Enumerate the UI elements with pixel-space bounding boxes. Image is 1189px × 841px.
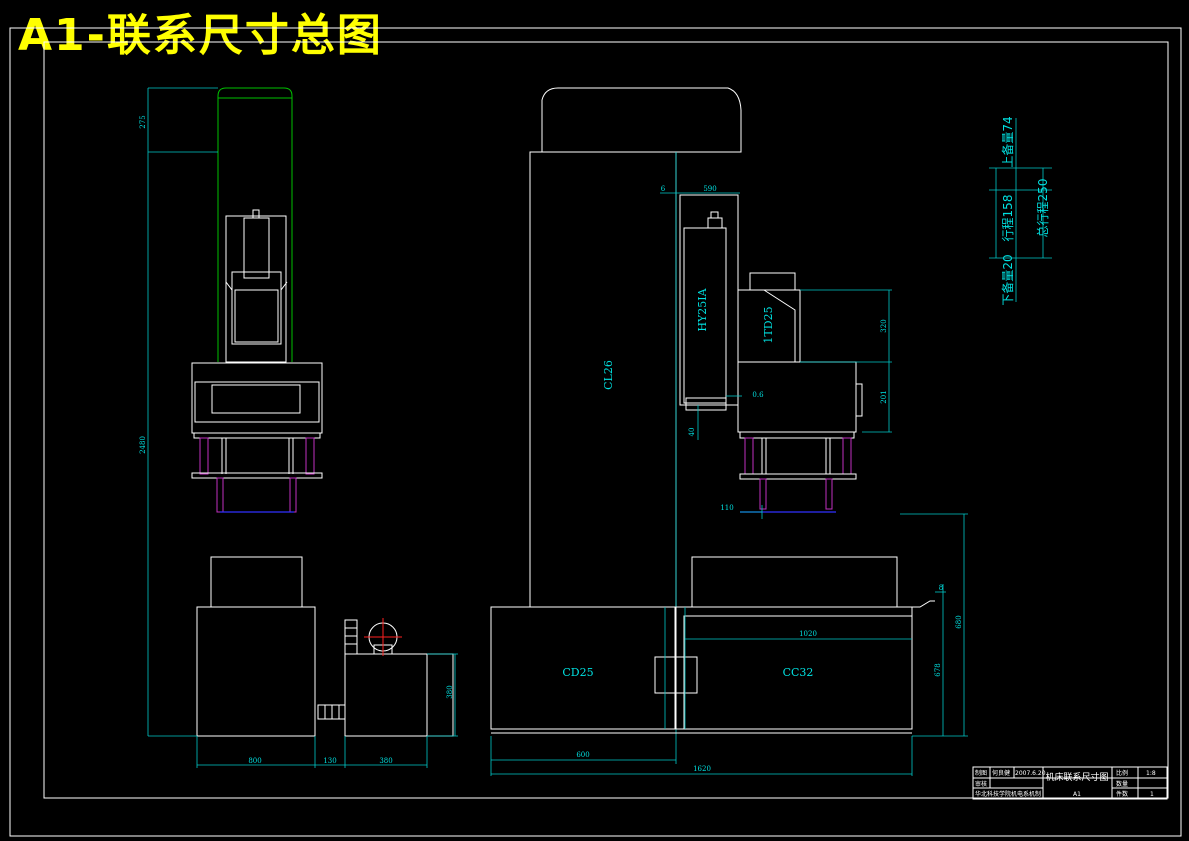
- label-over-top: 上备量74: [1001, 116, 1015, 167]
- label-head: 1TD25: [762, 306, 775, 343]
- dim-320: 320: [880, 319, 888, 332]
- label-slide: HY25IA: [696, 287, 709, 331]
- column: [529, 87, 742, 607]
- dim-6: 6: [661, 185, 666, 193]
- dim-1620: 1620: [693, 765, 711, 773]
- tb-sheets-label: 件数: [1116, 790, 1128, 798]
- label-total-stroke: 总行程250: [1035, 179, 1050, 238]
- tb-qty-label: 数量: [1116, 780, 1128, 788]
- left-side-view: 275 2480 800 130 380 380: [139, 87, 458, 768]
- base-cd25: [490, 606, 676, 730]
- dim-380-h: 380: [446, 685, 454, 698]
- label-base2: CC32: [783, 666, 814, 679]
- guide-column: [217, 87, 293, 362]
- dim-1020: 1020: [799, 630, 817, 638]
- outer-frame: [9, 27, 1182, 837]
- left-base: [196, 606, 316, 737]
- tb-sheet-size: A1: [1073, 791, 1081, 798]
- tb-drawn-name: 何良健: [992, 769, 1010, 777]
- tb-scale-label: 比例: [1116, 769, 1128, 777]
- drawing-title: A1-联系尺寸总图: [18, 10, 383, 61]
- dim-110: 110: [720, 504, 733, 512]
- hydraulic-tank: [344, 653, 428, 737]
- title-block: 制图 何良健 2007.6.20 审核 华北科技学院机电系机制 机床联系尺寸图 …: [972, 766, 1168, 800]
- dim-678: 678: [934, 663, 942, 676]
- dim-380-w: 380: [379, 757, 392, 765]
- label-base1: CD25: [562, 666, 593, 679]
- front-view: CL26 HY25IA 1TD25 CD25 CC32 6 590 320 20…: [490, 87, 968, 776]
- tb-sheets: 1: [1150, 791, 1154, 798]
- dim-201: 201: [880, 390, 888, 403]
- label-column: CL26: [602, 360, 615, 390]
- dim-680: 680: [955, 615, 963, 628]
- dim-40: 40: [688, 428, 696, 437]
- stroke-diagram: 上备量74 行程158 总行程250 下备量20: [989, 116, 1052, 306]
- dim-275: 275: [139, 115, 147, 128]
- dim-2480: 2480: [139, 436, 147, 454]
- tb-drawn-label: 制图: [975, 769, 987, 777]
- label-stroke: 行程158: [1000, 195, 1015, 242]
- dim-590: 590: [703, 185, 716, 193]
- tb-scale: 1:8: [1146, 770, 1156, 777]
- dim-8: 8: [939, 584, 943, 592]
- dim-600: 600: [576, 751, 589, 759]
- tb-check-label: 审核: [975, 780, 987, 788]
- tb-drawing-name: 机床联系尺寸图: [1045, 771, 1108, 783]
- dim-130: 130: [323, 757, 336, 765]
- label-over-bottom: 下备量20: [1001, 254, 1015, 305]
- left-top-box: [210, 556, 303, 608]
- slide-unit: [679, 194, 739, 406]
- dim-800: 800: [248, 757, 261, 765]
- tb-drawn-date: 2007.6.20: [1015, 770, 1046, 777]
- dim-0-6: 0.6: [752, 391, 764, 399]
- tb-school: 华北科技学院机电系机制: [975, 790, 1041, 798]
- inner-frame: [43, 41, 1169, 799]
